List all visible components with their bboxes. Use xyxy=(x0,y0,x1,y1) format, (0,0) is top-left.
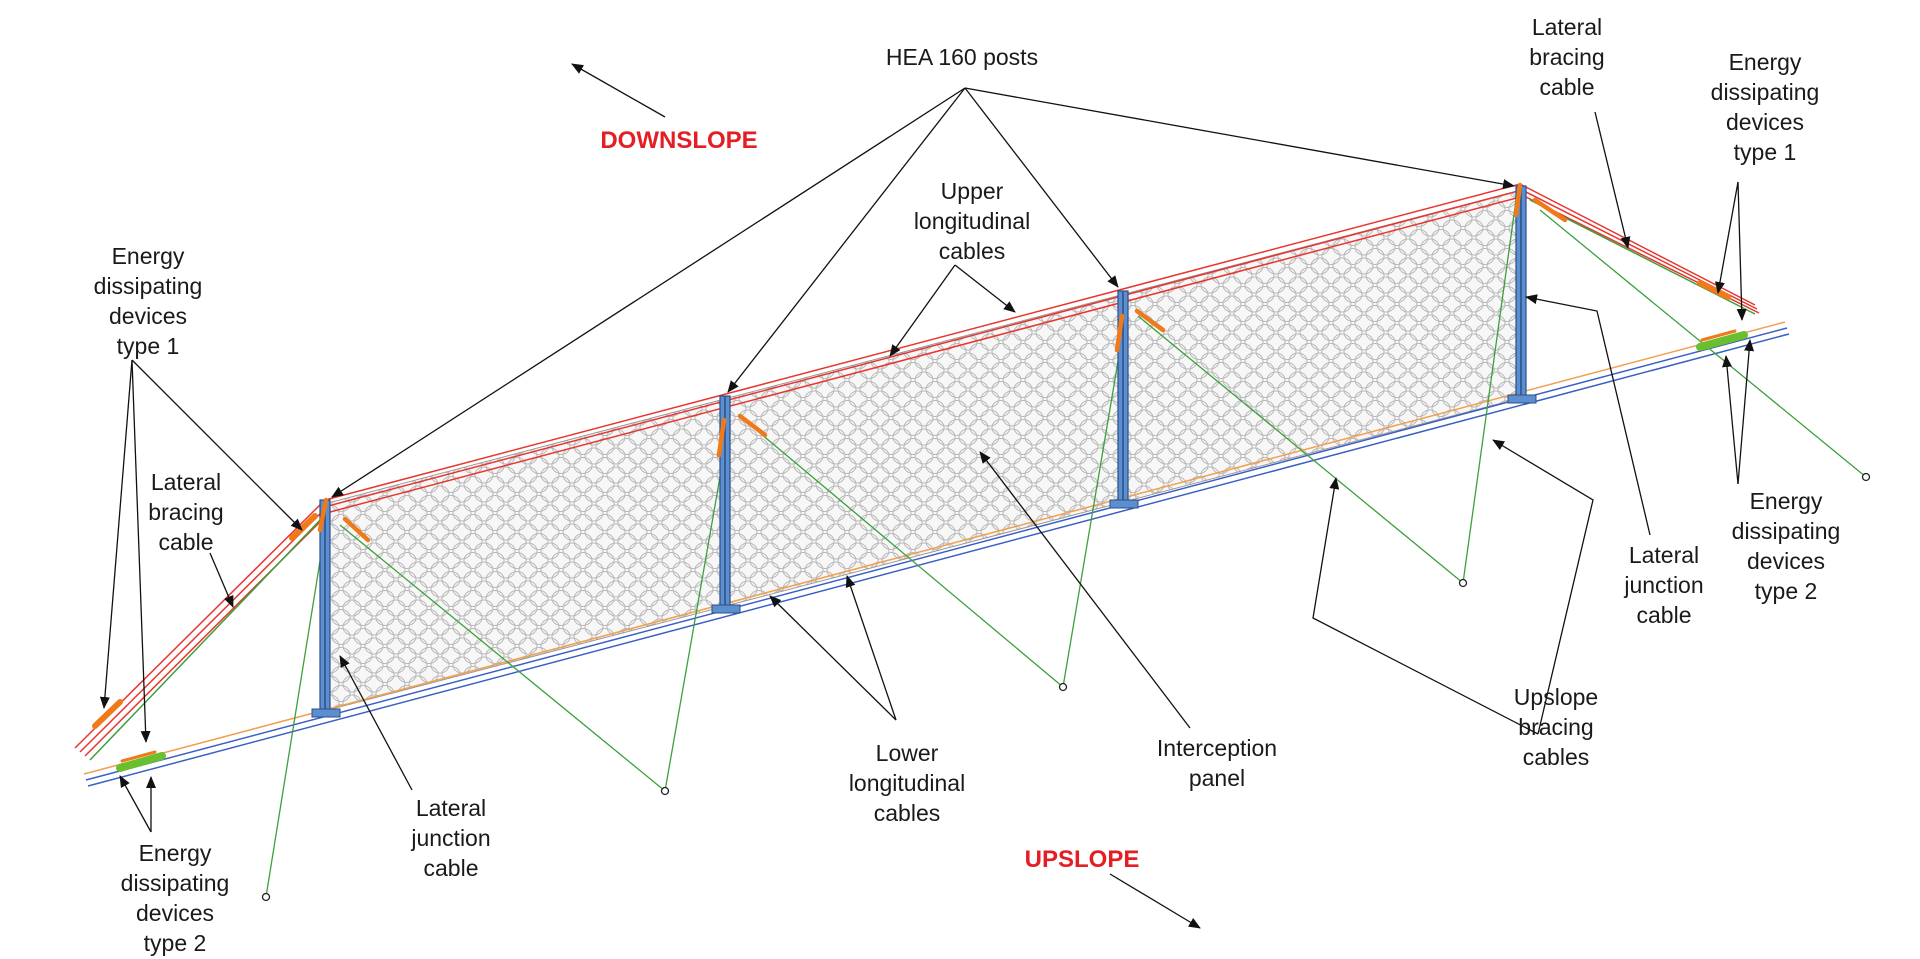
hea-160-posts xyxy=(311,185,1537,718)
post-2 xyxy=(711,395,741,614)
energy-dissipating-devices-type-1 xyxy=(92,280,1731,729)
upper-longitudinal-cables xyxy=(74,183,1760,757)
energy-dissipating-devices-type-2 xyxy=(116,329,1748,772)
leader-lines xyxy=(99,63,1755,929)
upslope-label: UPSLOPE xyxy=(1024,846,1140,873)
anchor-points xyxy=(261,472,1871,902)
downslope-label: DOWNSLOPE xyxy=(600,127,758,154)
post-3 xyxy=(1109,290,1139,509)
posts-label: HEA 160 posts xyxy=(885,44,1039,70)
post-connectors xyxy=(317,182,1568,543)
post-1 xyxy=(311,499,341,718)
lower-longitudinal-cables xyxy=(83,321,1790,787)
